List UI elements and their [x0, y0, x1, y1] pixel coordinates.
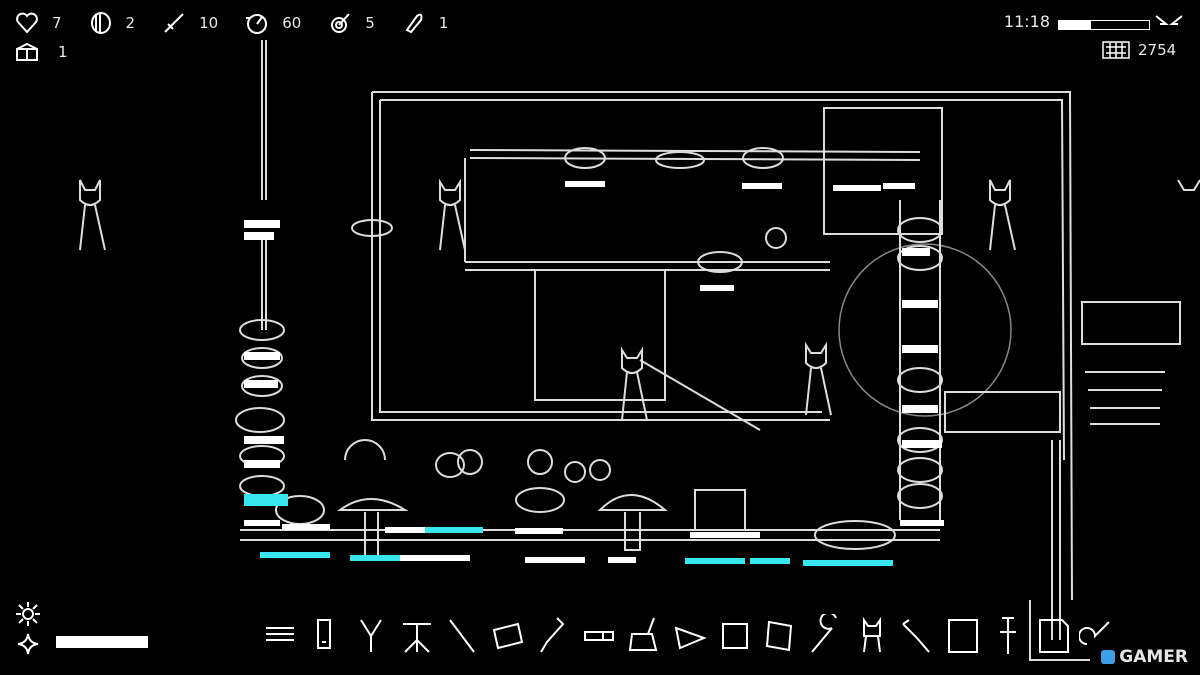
selected-item-gauge	[56, 636, 148, 648]
stat-value: 60	[282, 14, 302, 32]
stat-value: 7	[52, 14, 62, 32]
money-counter: 2754	[1102, 40, 1176, 60]
day-progress-bar	[1058, 20, 1150, 30]
upper-items	[351, 147, 787, 273]
left-stack	[235, 319, 285, 497]
stat-health: 7	[14, 10, 62, 36]
machine-box	[534, 269, 666, 401]
stat-speed: 60	[244, 10, 301, 36]
dice-board-icon[interactable]	[761, 614, 801, 658]
paper-sheet-icon[interactable]	[1034, 614, 1074, 658]
rice-stack-icon[interactable]	[260, 614, 300, 658]
grid-panel-icon[interactable]	[943, 614, 983, 658]
watermark: GAMER	[1101, 647, 1188, 667]
sparkle-icon[interactable]	[16, 632, 40, 656]
right-stack	[897, 217, 943, 509]
sword-icon	[164, 13, 184, 33]
stat-value: 5	[365, 14, 375, 32]
tripod-stand-icon[interactable]	[397, 614, 437, 658]
logo-icon	[1101, 650, 1116, 664]
valve-pipe-icon[interactable]	[988, 614, 1028, 658]
bullet-icon	[405, 13, 423, 34]
stat-value: 2	[125, 14, 136, 32]
cat-figures	[79, 178, 1200, 421]
broom-icon[interactable]	[624, 614, 664, 658]
conveyor-upper	[464, 149, 921, 271]
sponge-icon[interactable]	[715, 614, 755, 658]
item-gauges	[244, 181, 944, 566]
gear-icon[interactable]	[14, 600, 42, 628]
tool-bar	[10, 600, 1190, 670]
rope-vertical	[261, 40, 267, 330]
sensor-circle	[838, 243, 1012, 417]
bottom-conveyor	[240, 529, 940, 541]
battery-icon[interactable]	[579, 614, 619, 658]
stat-ammo: 1	[401, 10, 449, 36]
money-value: 2754	[1138, 41, 1177, 59]
status-bar: 7 2 10 60 5 1	[14, 10, 470, 36]
wrench-gear-icon[interactable]	[1079, 614, 1119, 658]
grabber-arm	[639, 359, 761, 431]
eyes-icon[interactable]	[1154, 12, 1184, 32]
day-progress-fill	[1059, 21, 1091, 29]
chest-counter: 1	[14, 40, 68, 64]
chest-count: 1	[58, 43, 68, 61]
pliers-icon[interactable]	[351, 614, 391, 658]
phone-icon[interactable]	[306, 614, 346, 658]
grid-crate	[823, 107, 943, 235]
abacus-icon	[1102, 41, 1130, 59]
room-outline	[371, 91, 1073, 601]
compass-icon	[246, 14, 268, 34]
game-clock: 11:18	[1003, 12, 1050, 31]
bread-icon[interactable]	[488, 614, 528, 658]
boomerang-icon[interactable]	[897, 614, 937, 658]
tube-blocks	[944, 391, 1061, 433]
stat-value: 10	[199, 14, 219, 32]
fork-icon[interactable]	[806, 614, 846, 658]
heart-icon	[16, 12, 38, 34]
pipe-right	[1029, 440, 1090, 661]
cat-figure-icon[interactable]	[852, 614, 892, 658]
stat-attack: 10	[161, 10, 218, 36]
stat-bandage: 2	[88, 10, 136, 36]
stick-icon[interactable]	[442, 614, 482, 658]
cheese-icon[interactable]	[670, 614, 710, 658]
target-icon	[331, 13, 351, 33]
stat-value: 1	[438, 14, 449, 32]
treasure-chest-icon	[16, 42, 38, 61]
bandage-roll-icon	[90, 12, 111, 34]
stat-accuracy: 5	[327, 10, 375, 36]
whisk-icon[interactable]	[533, 614, 573, 658]
bottom-items	[275, 439, 896, 561]
watermark-text: GAMER	[1119, 647, 1188, 667]
right-lines	[1085, 371, 1165, 425]
right-machine	[1081, 301, 1181, 345]
